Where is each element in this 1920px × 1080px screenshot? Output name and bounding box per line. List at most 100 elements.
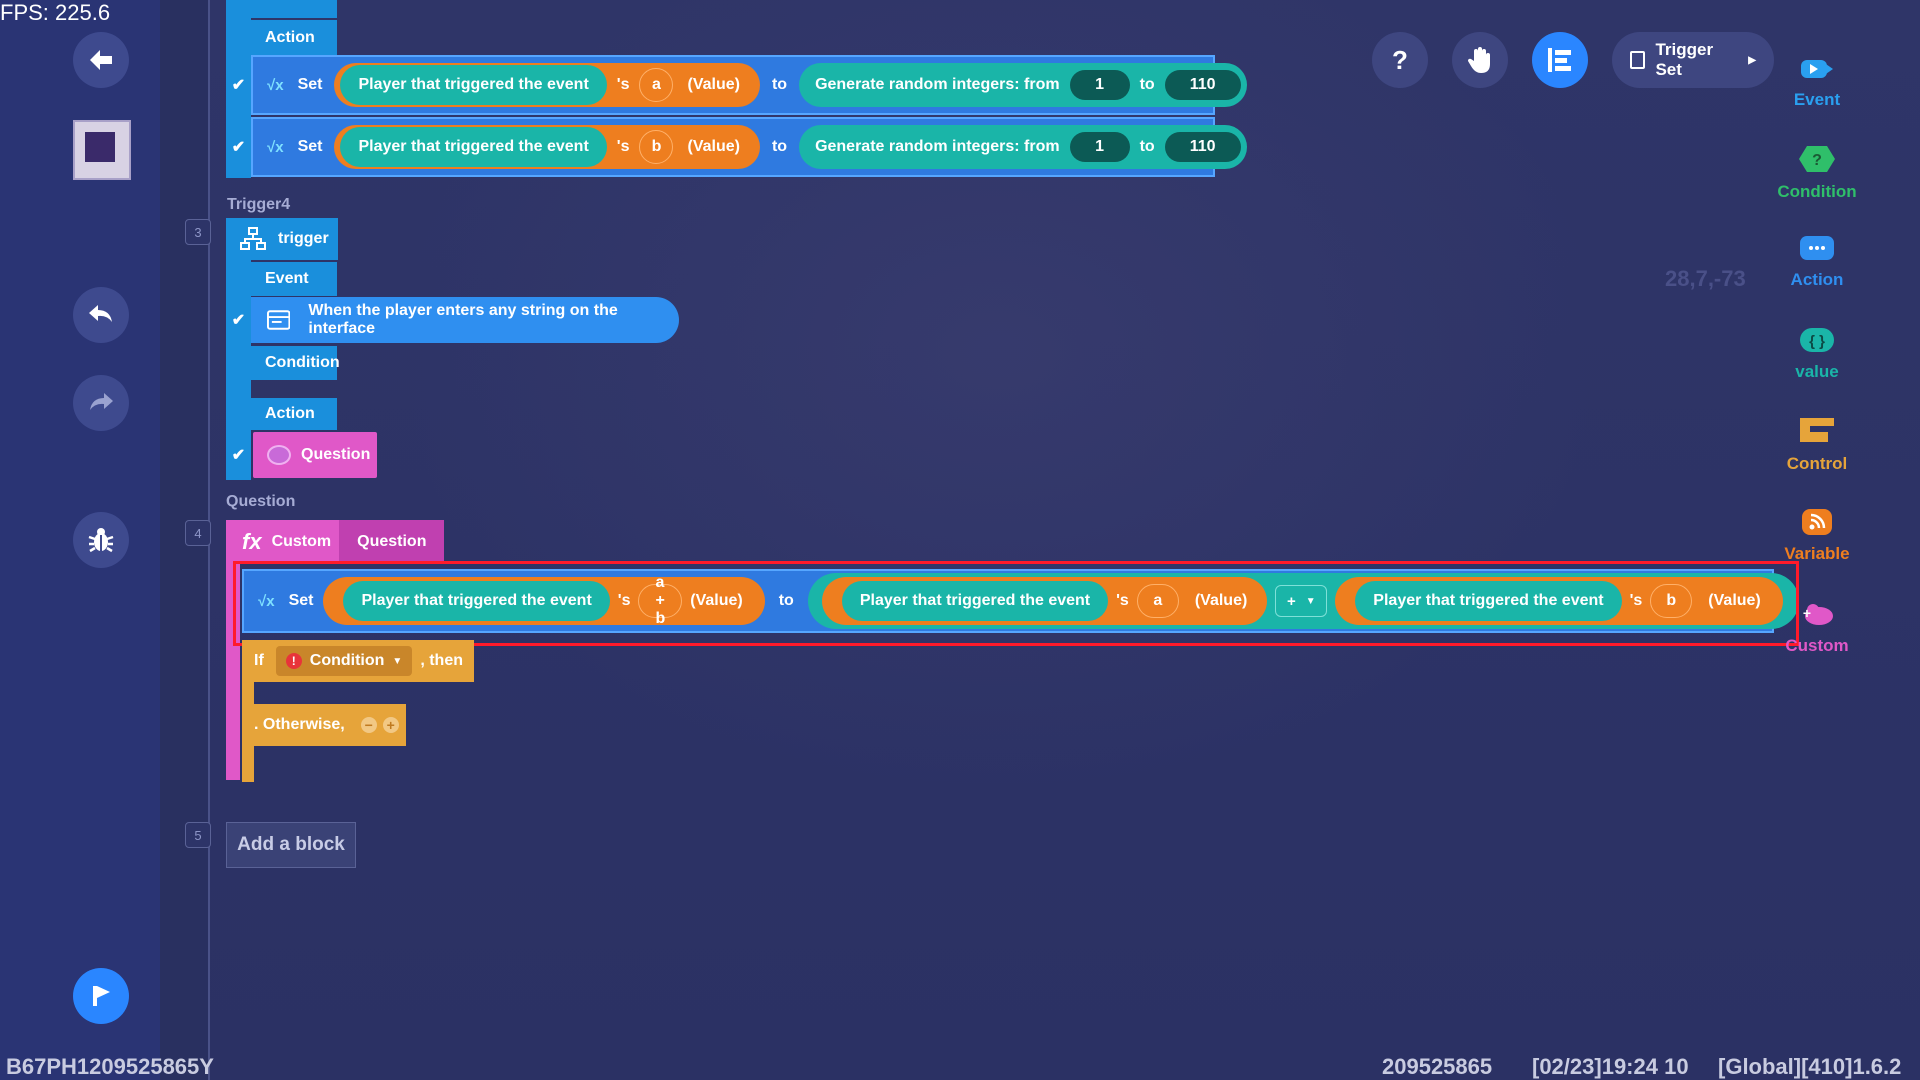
row-checkbox[interactable]: ✔	[226, 432, 251, 478]
otherwise-label: . Otherwise,	[254, 716, 345, 733]
user-code: 209525865	[1382, 1054, 1493, 1079]
trigger-set-button[interactable]: Trigger Set ▶	[1612, 32, 1774, 88]
variable-name[interactable]: a	[639, 68, 674, 102]
debug-button[interactable]	[73, 512, 129, 568]
variable-icon	[1802, 509, 1832, 535]
palette-control[interactable]: Control	[1762, 416, 1872, 474]
trigger-header[interactable]: trigger	[226, 218, 338, 260]
run-button[interactable]	[73, 968, 129, 1024]
custom-function-header[interactable]: fx Custom Question	[226, 520, 445, 564]
row-checkbox[interactable]: ✔	[226, 298, 251, 342]
operator-value: +	[1286, 592, 1296, 610]
function-name[interactable]: Question	[339, 520, 445, 564]
interface-window-icon	[267, 310, 291, 330]
row-checkbox[interactable]: ✔	[226, 55, 251, 115]
layout-button[interactable]	[1532, 32, 1588, 88]
random-integer-block[interactable]: Generate random integers: from 1 to 110	[799, 125, 1247, 169]
question-action-label: Question	[301, 446, 371, 463]
variable-name[interactable]: a	[1136, 584, 1179, 618]
addition-expression[interactable]: Player that triggered the event 's a (Va…	[807, 573, 1799, 629]
function-name-label: Question	[226, 493, 296, 510]
random-max[interactable]: 110	[1164, 70, 1241, 100]
set-label: Set	[297, 138, 323, 155]
value-label: (Value)	[1194, 592, 1248, 609]
random-min[interactable]: 1	[1069, 132, 1130, 162]
if-block[interactable]: If ! Condition ▼ , then	[242, 640, 474, 682]
palette-label: Condition	[1777, 182, 1857, 201]
hand-icon	[1467, 47, 1490, 73]
operand-a-pill[interactable]: Player that triggered the event 's a (Va…	[821, 577, 1268, 625]
palette-action[interactable]: Action	[1762, 234, 1872, 290]
back-button[interactable]	[73, 32, 129, 88]
set-action-row[interactable]: √x Set Player that triggered the event '…	[251, 117, 1247, 177]
check-icon: ✔	[231, 312, 246, 329]
target-variable-pill[interactable]: Player that triggered the event 's a + b…	[323, 574, 765, 627]
hierarchy-icon	[240, 227, 266, 250]
trigger-set-label: Trigger Set	[1655, 40, 1714, 79]
random-integer-block[interactable]: Generate random integers: from 1 to 110	[799, 63, 1247, 107]
remove-branch-icon[interactable]: −	[360, 717, 377, 733]
event-block[interactable]: When the player enters any string on the…	[251, 297, 679, 343]
if-label: If	[254, 652, 264, 669]
player-variable-pill[interactable]: Player that triggered the event 's a (Va…	[334, 63, 760, 107]
player-selector[interactable]: Player that triggered the event	[340, 127, 607, 167]
player-variable-pill[interactable]: Player that triggered the event 's b (Va…	[334, 125, 760, 169]
condition-icon: ?	[1799, 146, 1835, 172]
palette-custom[interactable]: + Custom	[1762, 600, 1872, 656]
to-label: to	[771, 76, 788, 93]
palette-variable[interactable]: Variable	[1762, 508, 1872, 564]
palette-label: Event	[1793, 90, 1841, 109]
row-checkbox[interactable]: ✔	[226, 117, 251, 177]
flag-icon	[93, 986, 110, 1006]
to-label: to	[771, 138, 788, 155]
palette-label: Custom	[1785, 636, 1849, 655]
operand-b-pill[interactable]: Player that triggered the event 's b (Va…	[1335, 577, 1783, 625]
trigger-name-label: Trigger4	[227, 196, 291, 213]
map-thumbnail[interactable]	[73, 120, 131, 180]
then-label: , then	[420, 652, 463, 669]
set-action-row[interactable]: √x Set Player that triggered the event '…	[251, 55, 1247, 115]
check-icon: ✔	[231, 139, 246, 156]
bug-icon	[88, 528, 114, 553]
random-min[interactable]: 1	[1069, 70, 1130, 100]
palette-condition[interactable]: ? Condition	[1762, 144, 1872, 202]
condition-tab: Condition	[251, 346, 340, 380]
redo-button[interactable]	[73, 375, 129, 431]
add-branch-icon[interactable]: +	[382, 717, 399, 733]
variable-name[interactable]: b	[639, 130, 674, 164]
add-block-button[interactable]: Add a block	[226, 822, 356, 868]
question-action-block[interactable]: Question	[253, 432, 377, 478]
pan-button[interactable]	[1452, 32, 1508, 88]
to-label: to	[778, 592, 794, 609]
palette-label: value	[1795, 362, 1839, 381]
otherwise-block[interactable]: . Otherwise, − +	[242, 704, 406, 746]
set-action-row-highlighted[interactable]: √x Set Player that triggered the event '…	[242, 569, 1799, 633]
line-number: 4	[185, 520, 211, 546]
undo-button[interactable]	[73, 287, 129, 343]
custom-function-icon	[267, 445, 291, 465]
version-info: [Global][410]1.6.2	[1718, 1054, 1902, 1079]
trigger4-spine	[226, 218, 251, 480]
operator-dropdown[interactable]: + ▼	[1275, 585, 1328, 617]
possessive-label: 's	[1116, 592, 1129, 609]
set-label: Set	[288, 592, 314, 609]
player-selector[interactable]: Player that triggered the event	[340, 65, 607, 105]
align-left-icon	[1548, 48, 1571, 72]
palette-event[interactable]: Event	[1762, 54, 1872, 110]
custom-function-spine	[226, 564, 240, 780]
palette-value[interactable]: { } value	[1762, 326, 1872, 382]
braces-icon: { }	[1800, 328, 1834, 352]
random-max[interactable]: 110	[1164, 132, 1241, 162]
value-label: (Value)	[687, 138, 740, 155]
function-icon: √x	[267, 76, 284, 94]
player-selector[interactable]: Player that triggered the event	[841, 581, 1109, 621]
event-tab: Event	[251, 262, 337, 296]
help-button[interactable]: ?	[1372, 32, 1428, 88]
function-icon: √x	[267, 138, 284, 156]
condition-slot[interactable]: ! Condition ▼	[275, 646, 413, 676]
svg-text:+: +	[1803, 605, 1811, 621]
action-tab: Action	[251, 20, 337, 56]
player-selector[interactable]: Player that triggered the event	[1355, 581, 1622, 621]
variable-name[interactable]: b	[1650, 584, 1693, 618]
player-selector[interactable]: Player that triggered the event	[343, 581, 610, 621]
